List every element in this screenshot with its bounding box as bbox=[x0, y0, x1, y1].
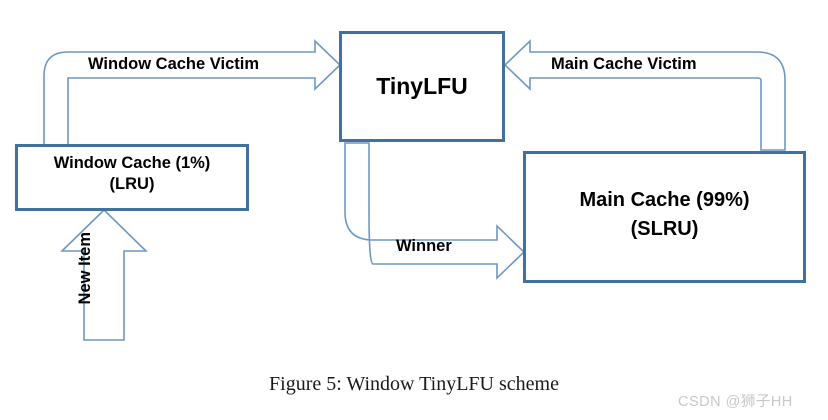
watermark: CSDN @狮子HH bbox=[678, 394, 793, 410]
arrow-label-winner: Winner bbox=[396, 237, 452, 255]
arrow-new-item bbox=[60, 208, 148, 341]
node-main-cache-line1: Main Cache (99%) bbox=[579, 189, 750, 211]
arrow-winner bbox=[344, 142, 526, 280]
arrow-label-new-item: New Item bbox=[76, 232, 94, 305]
node-window-cache-line1: Window Cache (1%) bbox=[53, 154, 211, 172]
arrow-main-cache-victim bbox=[503, 39, 786, 151]
node-tinylfu[interactable]: TinyLFU bbox=[339, 31, 505, 142]
node-window-cache-line2: (LRU) bbox=[109, 175, 155, 194]
arrow-window-cache-victim bbox=[43, 39, 342, 148]
arrow-label-main-cache-victim: Main Cache Victim bbox=[551, 55, 697, 73]
node-main-cache[interactable]: Main Cache (99%) (SLRU) bbox=[523, 151, 806, 283]
node-window-cache[interactable]: Window Cache (1%) (LRU) bbox=[15, 144, 249, 211]
node-tinylfu-label: TinyLFU bbox=[376, 73, 468, 99]
figure-caption: Figure 5: Window TinyLFU scheme bbox=[269, 373, 559, 395]
arrow-label-window-cache-victim: Window Cache Victim bbox=[88, 55, 259, 73]
node-main-cache-line2: (SLRU) bbox=[630, 218, 699, 240]
